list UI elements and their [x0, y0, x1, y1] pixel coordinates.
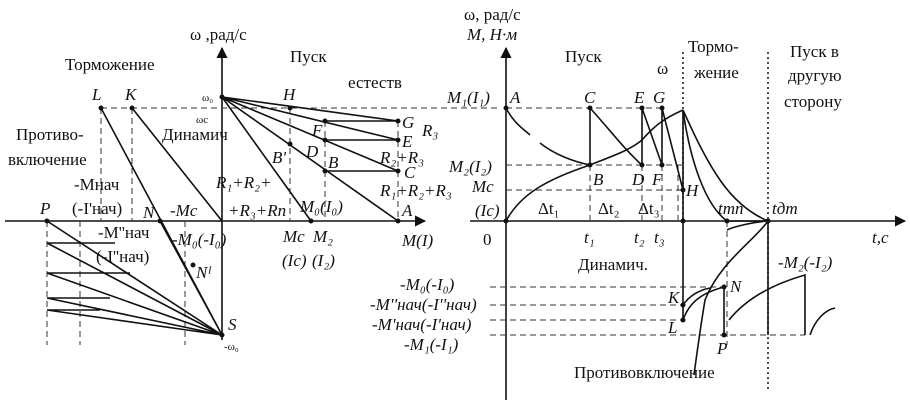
m2-label: M₂(I₂): [448, 157, 492, 176]
t2-label: t₂: [634, 228, 645, 247]
point-C: C: [404, 163, 416, 182]
point-N: N: [142, 203, 156, 222]
mnach2-label: -M''нач: [98, 223, 150, 242]
r3-label: R₃: [421, 121, 438, 140]
brake-title-1: Тормо-: [688, 37, 739, 56]
start-title: Пуск: [565, 47, 602, 66]
omega0-label: ω₀: [202, 92, 213, 104]
neg-m2-label: -M₂(-I₂): [778, 253, 833, 272]
origin-label: 0: [483, 230, 492, 249]
point-D: D: [631, 170, 645, 189]
point-P: P: [716, 339, 727, 358]
omega-axis-label: ω ,рад/с: [190, 25, 247, 44]
point-C: C: [584, 88, 596, 107]
neg-m0-label: -M₀(-I₀): [172, 230, 227, 249]
dynamic-label: Динамич.: [578, 255, 648, 274]
point-F: F: [311, 121, 323, 140]
reverse-title-3: сторону: [784, 92, 842, 111]
neg-mnach-label: -M'нач(-I'нач): [372, 315, 472, 334]
point-D: D: [305, 142, 319, 161]
point-N: N: [729, 277, 743, 296]
r2r3-label: R₂+R₃: [379, 148, 424, 167]
point-E: E: [401, 132, 413, 151]
point-K: K: [124, 85, 138, 104]
natural-label: естеств: [348, 73, 402, 92]
t3-label: t₃: [654, 228, 665, 247]
mc-label: Mc: [471, 177, 494, 196]
dt1-label: Δt₁: [538, 199, 560, 218]
point-L: L: [667, 318, 677, 337]
counter-label-1: Противо-: [16, 125, 84, 144]
point-L: L: [91, 85, 101, 104]
t-tp-label: tтп: [718, 199, 744, 218]
point-S: S: [228, 315, 237, 334]
point-H: H: [282, 85, 297, 104]
counter-label-2: включение: [8, 150, 87, 169]
point-A: A: [401, 201, 413, 220]
rp-label-1: R₁+R₂+: [215, 173, 272, 192]
point-NI: Nᴵ: [195, 263, 212, 282]
inach-label: (-I'нач): [72, 199, 122, 218]
mnach-label: -Mнач: [74, 175, 120, 194]
r1r2r3-label: R₁+R₂+R₃: [379, 181, 452, 200]
torque-axis-label: M, Н·м: [466, 25, 517, 44]
start-title: Пуск: [290, 47, 327, 66]
dt2-label: Δt₂: [598, 199, 620, 218]
counter-label: Противовключение: [574, 363, 715, 382]
reverse-title-1: Пуск в: [790, 42, 839, 61]
dt3-label: Δt₃: [638, 199, 660, 218]
point-E: E: [633, 88, 645, 107]
point-A: A: [509, 88, 521, 107]
left-mechanical-characteristics: ω ,рад/с Пуск Торможение ω₀ ωc -ω₀ L K H…: [5, 25, 500, 353]
i2-label: (I₂): [312, 251, 335, 270]
m0-label: M₀(I₀): [299, 197, 343, 216]
t-dt-label: tдт: [772, 199, 798, 218]
rp-label-2: +R₃+Rп: [228, 201, 286, 220]
omegac-label: ωc: [196, 114, 208, 126]
point-B: B: [593, 170, 604, 189]
point-P: P: [39, 199, 50, 218]
neg-m0-label: -M₀(-I₀): [400, 275, 455, 294]
neg-omega0-label: -ω₀: [224, 341, 239, 353]
ic-label: (Ic): [475, 201, 500, 220]
m2-label: M₂: [312, 227, 333, 246]
omega-curve-label: ω: [657, 59, 668, 78]
m-axis-label: M(I): [401, 231, 433, 250]
point-B: B: [328, 153, 339, 172]
brake-title: Торможение: [65, 55, 155, 74]
dynamic-label: Динамич: [162, 125, 228, 144]
point-B-prime: B': [272, 148, 286, 167]
mc-label: Mc: [282, 227, 305, 246]
brake-title-2: жение: [693, 63, 739, 82]
neg-mnach2-label: -M''нач(-I''нач): [370, 295, 477, 314]
point-F: F: [651, 170, 663, 189]
point-G: G: [402, 113, 414, 132]
point-G: G: [653, 88, 665, 107]
inach2-label: (-I''нач): [96, 247, 149, 266]
t1-label: t₁: [584, 228, 595, 247]
point-K: K: [667, 288, 681, 307]
omega-axis-label: ω, рад/с: [464, 5, 521, 24]
reverse-title-2: другую: [788, 66, 842, 85]
m1-label: M₁(I₁): [446, 88, 490, 107]
neg-m1-label: -M₁(-I₁): [404, 335, 459, 354]
point-H: H: [685, 181, 700, 200]
ic-label: (Ic): [282, 251, 307, 270]
neg-mc-label: -Mc: [170, 201, 198, 220]
time-axis-label: t,c: [872, 228, 889, 247]
right-transient-plot: ω, рад/с M, Н·м Пуск Тормо- жение Пуск в…: [370, 5, 907, 400]
